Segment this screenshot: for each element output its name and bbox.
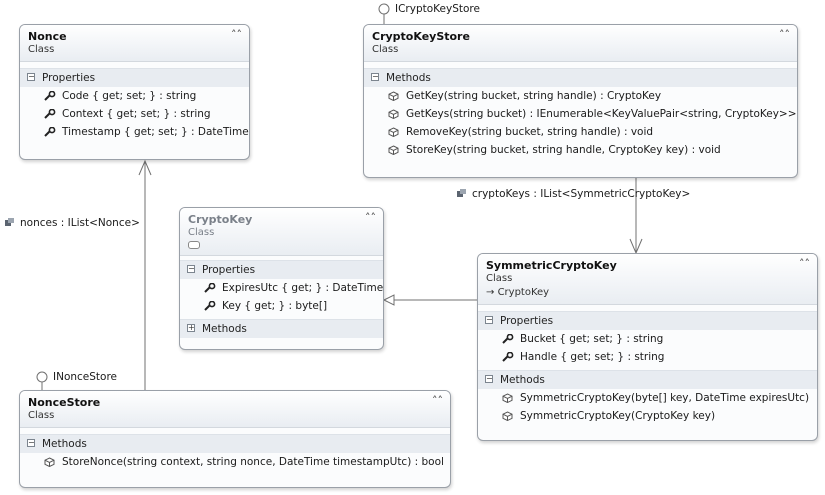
member-get-keys-method[interactable]: GetKeys(string bucket) : IEnumerable<Key…	[364, 105, 797, 123]
icrypto-key-store-label: ICryptoKeyStore	[395, 3, 480, 15]
class-box-nonce-store[interactable]: NonceStore Class ˄˄ − Methods StoreNonce…	[19, 390, 451, 488]
field-icon	[456, 188, 468, 202]
section-methods[interactable]: − Methods	[478, 370, 817, 389]
section-toggle-icon[interactable]: −	[27, 72, 35, 81]
section-toggle-icon[interactable]: −	[27, 438, 35, 447]
section-properties[interactable]: − Properties	[180, 260, 383, 279]
section-toggle-icon[interactable]: −	[371, 72, 379, 81]
section-expand-icon[interactable]: +	[187, 323, 195, 332]
property-wrench-icon	[44, 126, 56, 141]
method-cube-icon	[388, 145, 399, 159]
inherits-arrow-icon: →	[486, 287, 498, 298]
method-cube-icon	[502, 411, 513, 425]
inonce-store-label: INonceStore	[53, 371, 118, 383]
property-wrench-icon	[44, 108, 56, 123]
member-ctor-bytes-method[interactable]: SymmetricCryptoKey(byte[] key, DateTime …	[478, 389, 817, 407]
member-remove-key-method[interactable]: RemoveKey(string bucket, string handle) …	[364, 123, 797, 141]
class-box-nonce[interactable]: Nonce Class ˄˄ − Properties Code { get; …	[19, 24, 250, 160]
class-header[interactable]: CryptoKey Class ˄˄	[180, 208, 383, 256]
member-handle-property[interactable]: Handle { get; set; } : string	[478, 348, 817, 366]
collapse-chevron-icon[interactable]: ˄˄	[432, 394, 443, 407]
class-kind: Class	[486, 273, 513, 284]
property-wrench-icon	[44, 90, 56, 105]
base-class-ref: → CryptoKey	[486, 287, 550, 298]
class-name: NonceStore	[28, 396, 101, 409]
property-wrench-icon	[204, 282, 216, 297]
class-name: Nonce	[28, 30, 67, 43]
class-box-crypto-key-store[interactable]: CryptoKeyStore Class ˄˄ − Methods GetKey…	[363, 24, 798, 178]
member-key-property[interactable]: Key { get; } : byte[]	[180, 297, 383, 315]
section-methods[interactable]: − Methods	[20, 434, 450, 453]
class-kind: Class	[372, 44, 399, 55]
class-box-crypto-key[interactable]: CryptoKey Class ˄˄ − Properties ExpiresU…	[179, 207, 384, 350]
class-header[interactable]: SymmetricCryptoKey Class → CryptoKey ˄˄	[478, 254, 817, 305]
field-icon	[4, 217, 16, 231]
member-store-nonce-method[interactable]: StoreNonce(string context, string nonce,…	[20, 453, 450, 471]
member-ctor-cryptokey-method[interactable]: SymmetricCryptoKey(CryptoKey key)	[478, 407, 817, 425]
member-store-key-method[interactable]: StoreKey(string bucket, string handle, C…	[364, 141, 797, 159]
member-code-property[interactable]: Code { get; set; } : string	[20, 87, 249, 105]
class-kind: Class	[28, 410, 55, 421]
class-header[interactable]: Nonce Class ˄˄	[20, 25, 249, 62]
section-toggle-icon[interactable]: −	[485, 374, 493, 383]
member-timestamp-property[interactable]: Timestamp { get; set; } : DateTime	[20, 123, 249, 141]
member-context-property[interactable]: Context { get; set; } : string	[20, 105, 249, 123]
nonces-association-line	[138, 159, 152, 390]
class-name: CryptoKeyStore	[372, 30, 470, 43]
class-name: SymmetricCryptoKey	[486, 259, 617, 272]
section-methods[interactable]: − Methods	[364, 68, 797, 87]
method-cube-icon	[388, 127, 399, 141]
class-box-symmetric-crypto-key[interactable]: SymmetricCryptoKey Class → CryptoKey ˄˄ …	[477, 253, 818, 441]
section-toggle-icon[interactable]: −	[187, 264, 195, 273]
property-wrench-icon	[204, 300, 216, 315]
inheritance-line	[382, 294, 477, 306]
collapse-chevron-icon[interactable]: ˄˄	[365, 211, 376, 224]
class-kind: Class	[188, 227, 215, 238]
collapse-chevron-icon[interactable]: ˄˄	[799, 257, 810, 270]
collapse-chevron-icon[interactable]: ˄˄	[779, 28, 790, 41]
class-header[interactable]: CryptoKeyStore Class ˄˄	[364, 25, 797, 62]
nonces-association-label: nonces : IList<Nonce>	[4, 217, 140, 231]
member-expires-utc-property[interactable]: ExpiresUtc { get; } : DateTime	[180, 279, 383, 297]
icrypto-key-store-lollipop	[378, 3, 390, 24]
collapse-chevron-icon[interactable]: ˄˄	[231, 28, 242, 41]
method-cube-icon	[388, 91, 399, 105]
class-name: CryptoKey	[188, 213, 253, 226]
method-cube-icon	[502, 393, 513, 407]
inonce-store-lollipop	[36, 371, 48, 390]
property-wrench-icon	[502, 351, 514, 366]
class-header[interactable]: NonceStore Class ˄˄	[20, 391, 450, 428]
method-cube-icon	[388, 109, 399, 123]
property-wrench-icon	[502, 333, 514, 348]
member-bucket-property[interactable]: Bucket { get; set; } : string	[478, 330, 817, 348]
crypto-keys-association-label: cryptoKeys : IList<SymmetricCryptoKey>	[456, 188, 690, 202]
member-get-key-method[interactable]: GetKey(string bucket, string handle) : C…	[364, 87, 797, 105]
section-properties[interactable]: − Properties	[20, 68, 249, 87]
section-properties[interactable]: − Properties	[478, 311, 817, 330]
section-methods-collapsed[interactable]: + Methods	[180, 319, 383, 338]
section-toggle-icon[interactable]: −	[485, 315, 493, 324]
class-kind: Class	[28, 44, 55, 55]
abstract-class-icon	[188, 241, 200, 249]
method-cube-icon	[44, 457, 55, 471]
